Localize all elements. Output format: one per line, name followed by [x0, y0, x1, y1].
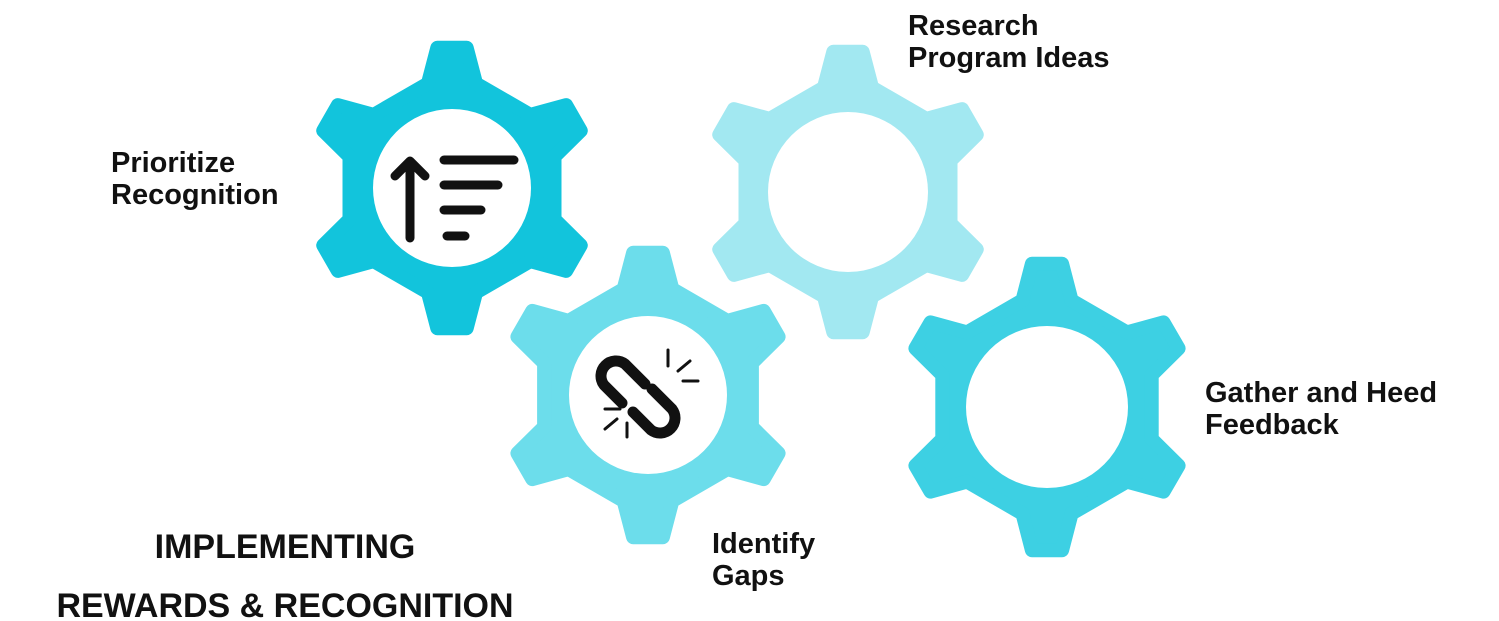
sort-priority-icon [390, 155, 519, 243]
gear-gather-hole [966, 326, 1128, 488]
label-identify-line1: Identify [712, 528, 816, 560]
label-gather-line2: Feedback [1205, 409, 1339, 441]
label-research-line2: Program Ideas [908, 42, 1110, 74]
broken-link-icon [595, 348, 700, 439]
gear-prioritize [316, 40, 588, 336]
gear-research-hole [768, 112, 928, 272]
label-gather-line1: Gather and Heed [1205, 377, 1438, 409]
label-research-line1: Research [908, 10, 1039, 42]
gear-identify [510, 245, 786, 545]
title-line2: REWARDS & RECOGNITION [56, 587, 514, 621]
gear-gather [908, 256, 1186, 558]
label-research: Research Program Ideas [908, 10, 1109, 74]
label-prioritize-line1: Prioritize [111, 147, 236, 179]
title-line1: IMPLEMENTING [154, 528, 416, 566]
gear-identify-hole [569, 316, 727, 474]
gear-research [712, 44, 984, 340]
label-identify: Identify Gaps [712, 528, 815, 592]
label-prioritize-line2: Recognition [111, 179, 279, 211]
label-gather: Gather and Heed Feedback [1205, 377, 1437, 441]
label-prioritize: Prioritize Recognition [111, 147, 279, 211]
label-identify-line2: Gaps [712, 560, 785, 592]
